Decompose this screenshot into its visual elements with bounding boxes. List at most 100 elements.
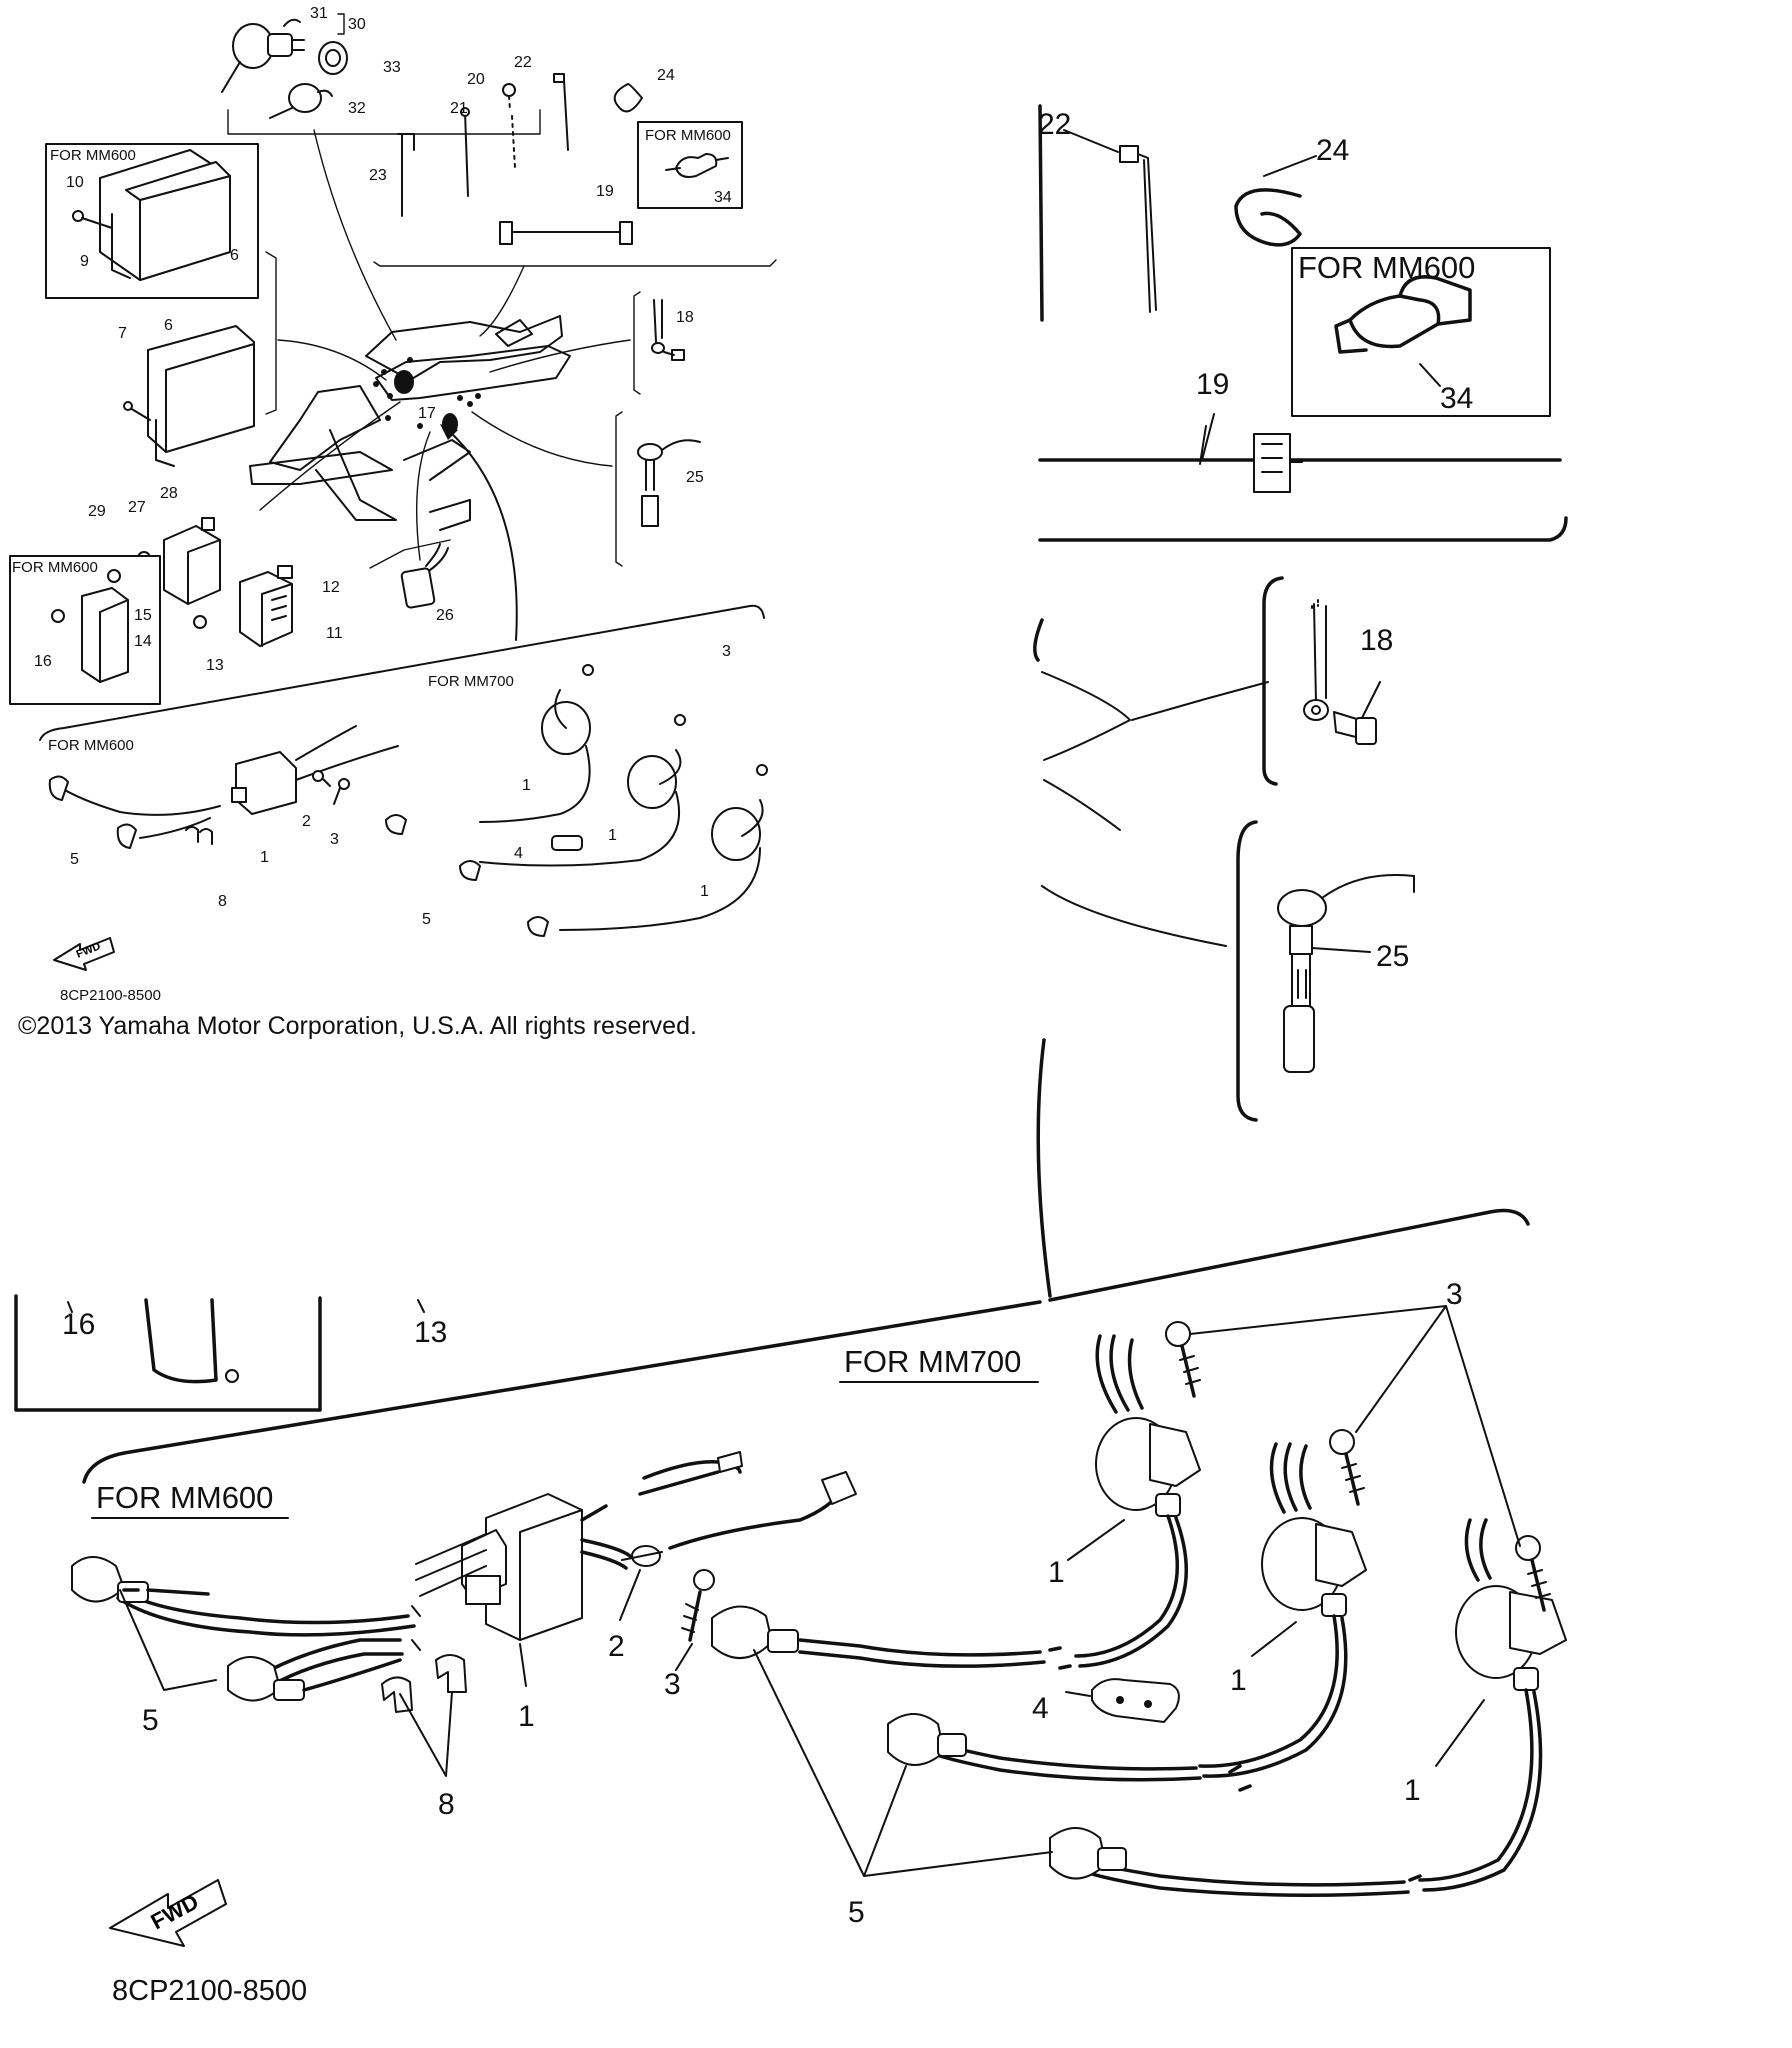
clamp-34 [665, 153, 729, 178]
clamp-34-large [1334, 275, 1472, 354]
leader-curve [277, 339, 387, 381]
nut [318, 41, 348, 75]
copyright-text: ©2013 Yamaha Motor Corporation, U.S.A. A… [18, 1012, 697, 1040]
leader-line [753, 1649, 1053, 1877]
mm700-coils-small [385, 664, 768, 937]
zoom-panel-bottom [14, 1208, 1567, 1947]
fwd-arrow-large [109, 1879, 227, 1947]
group-bracket [369, 539, 451, 569]
diagram-code-large: 8CP2100-8500 [112, 1975, 307, 2007]
part-label-1-mm600: 1 [260, 849, 269, 866]
part-label-3-top: 3 [722, 643, 731, 660]
sensor-25 [637, 439, 701, 527]
group-bracket [1262, 576, 1284, 786]
part-label-20: 20 [467, 71, 485, 88]
part-label-1-a: 1 [522, 777, 531, 794]
box-mm600-unit-large [14, 1294, 322, 1412]
leader-line [519, 1643, 527, 1687]
part-label-19: 19 [596, 183, 614, 200]
bolt-3 [312, 770, 350, 805]
bolt-18-large [1303, 599, 1377, 745]
group-bracket [227, 109, 541, 135]
part-label-1-b: 1 [608, 827, 617, 844]
group-bracket [615, 411, 623, 567]
unit-14 [51, 569, 129, 683]
part-label-15: 15 [134, 607, 152, 624]
part-label-5-mm600: 5 [70, 851, 79, 868]
part-label-1-c: 1 [700, 883, 709, 900]
part-label-22-large: 22 [1038, 108, 1071, 141]
clamp-parts-top [397, 73, 643, 245]
part-label-1-large-mm600: 1 [518, 1700, 535, 1733]
part-label-27: 27 [128, 499, 146, 516]
zoom-panel-right [1033, 104, 1568, 1298]
part-label-22: 22 [514, 54, 532, 71]
part-label-10: 10 [66, 174, 84, 191]
part-label-7: 7 [118, 325, 127, 342]
leader-line [1251, 1621, 1297, 1657]
part-label-31: 31 [310, 5, 328, 22]
part-label-13-large: 13 [414, 1316, 447, 1349]
part-label-34: 34 [714, 189, 732, 206]
leader-curve [313, 129, 397, 341]
main-switch [221, 18, 305, 93]
ignition-boundary [39, 604, 765, 741]
variant-label-mm600-clamp-large: FOR MM600 [1298, 250, 1475, 285]
part-label-2-large: 2 [608, 1630, 625, 1663]
band-23 [397, 133, 415, 217]
variant-label-mm600-large: FOR MM600 [96, 1480, 273, 1515]
leader-line [1435, 1699, 1485, 1767]
arrowhead [440, 424, 458, 440]
part-label-6: 6 [164, 317, 173, 334]
ignition-boundary-large [82, 1208, 1530, 1484]
part-label-2: 2 [302, 813, 311, 830]
part-label-26: 26 [436, 607, 454, 624]
leader-line [1419, 363, 1441, 387]
variant-label-mm700: FOR MM700 [428, 673, 514, 690]
part-label-13: 13 [206, 657, 224, 674]
overview-diagram [9, 13, 777, 971]
leader-line [119, 1589, 217, 1691]
part-label-24-large: 24 [1316, 134, 1349, 167]
band-22-large [1119, 145, 1157, 313]
diagram-code-small: 8CP2100-8500 [60, 987, 161, 1004]
leader-curve [415, 431, 431, 561]
part-label-28: 28 [160, 485, 178, 502]
leader-line [1201, 413, 1215, 461]
leader-curve [447, 429, 518, 641]
leader-curve [471, 411, 613, 467]
lamp-socket [269, 83, 333, 119]
part-label-8-large: 8 [438, 1788, 455, 1821]
part-label-17: 17 [418, 405, 436, 422]
hole [225, 1369, 239, 1383]
part-label-4: 4 [514, 845, 523, 862]
part-label-5-large-mm700: 5 [848, 1896, 865, 1929]
mm700-coils-large [711, 1321, 1567, 1897]
leader-line [1263, 155, 1317, 177]
fwd-label-small: FWD [75, 940, 103, 961]
condenser-26 [400, 543, 449, 609]
cdi-unit-pair [72, 149, 231, 281]
part-label-18-large: 18 [1360, 624, 1393, 657]
mm600-coil-large [71, 1451, 857, 1713]
group-bracket [1236, 820, 1258, 1122]
part-label-34-large: 34 [1440, 382, 1473, 415]
fwd-label-large: FWD [147, 1889, 203, 1935]
part-label-6-box: 6 [230, 247, 239, 264]
leader-curve [259, 401, 401, 511]
variant-label-mm700-large: FOR MM700 [844, 1344, 1021, 1379]
clip-24-large [1234, 188, 1302, 247]
part-label-19-large: 19 [1196, 368, 1229, 401]
part-label-12: 12 [322, 579, 340, 596]
bolt-18 [651, 299, 685, 361]
leader-line [675, 1643, 693, 1671]
part-label-4-large: 4 [1032, 1692, 1049, 1725]
part-label-1-large-c: 1 [1404, 1774, 1421, 1807]
part-label-3: 3 [330, 831, 339, 848]
unit-14-large [144, 1298, 218, 1384]
variant-label-mm600-cdi: FOR MM600 [50, 147, 136, 164]
fwd-arrow-small [53, 937, 115, 971]
part-label-11: 11 [326, 625, 343, 642]
